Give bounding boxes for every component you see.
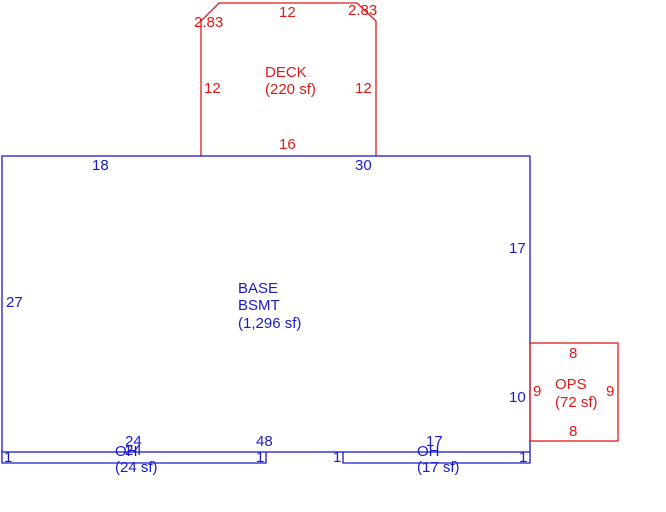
oh-left-label: OH (115, 443, 138, 460)
oh-right-label: OH (417, 443, 440, 460)
dim-ops-right: 9 (606, 383, 614, 400)
dim-oh-left-side-r: 1 (256, 449, 264, 466)
dim-base-bottom: 48 (256, 433, 273, 450)
base-label: BASE (238, 280, 278, 297)
oh-left-outline (1, 452, 267, 464)
dim-oh-left-top-a: 24 (125, 433, 142, 450)
dim-base-top-left: 18 (92, 157, 109, 174)
base-area: (1,296 sf) (238, 315, 301, 332)
base-sublabel: BSMT (238, 297, 280, 314)
deck-area: (220 sf) (265, 81, 316, 98)
oh-right-outline (342, 452, 531, 464)
dim-deck-corner-right: 2.83 (348, 2, 377, 19)
dim-deck-left: 12 (204, 80, 221, 97)
dim-ops-bottom: 8 (569, 423, 577, 440)
ops-label: OPS (555, 376, 587, 393)
deck-outline (200, 2, 377, 156)
dim-oh-left-top-b: 24 (125, 442, 142, 459)
ops-outline (529, 342, 619, 442)
oh-right-area: (17 sf) (417, 459, 460, 476)
dim-oh-right-side-r: 1 (519, 449, 527, 466)
dim-base-left: 27 (6, 294, 23, 311)
oh-left-area: (24 sf) (115, 459, 158, 476)
dim-oh-right-side-l: 1 (333, 449, 341, 466)
dim-deck-corner-left: 2.83 (194, 14, 223, 31)
dim-deck-top: 12 (279, 4, 296, 21)
ops-area: (72 sf) (555, 394, 598, 411)
dim-deck-bottom: 16 (279, 136, 296, 153)
dim-base-top-right: 30 (355, 157, 372, 174)
dim-deck-right: 12 (355, 80, 372, 97)
dim-oh-left-side-l: 1 (4, 449, 12, 466)
deck-label: DECK (265, 64, 307, 81)
dim-ops-left: 9 (533, 383, 541, 400)
dim-oh-right-top: 17 (426, 433, 443, 450)
dim-base-right-lower: 10 (509, 389, 526, 406)
dim-ops-top: 8 (569, 345, 577, 362)
dim-base-right-upper: 17 (509, 240, 526, 257)
